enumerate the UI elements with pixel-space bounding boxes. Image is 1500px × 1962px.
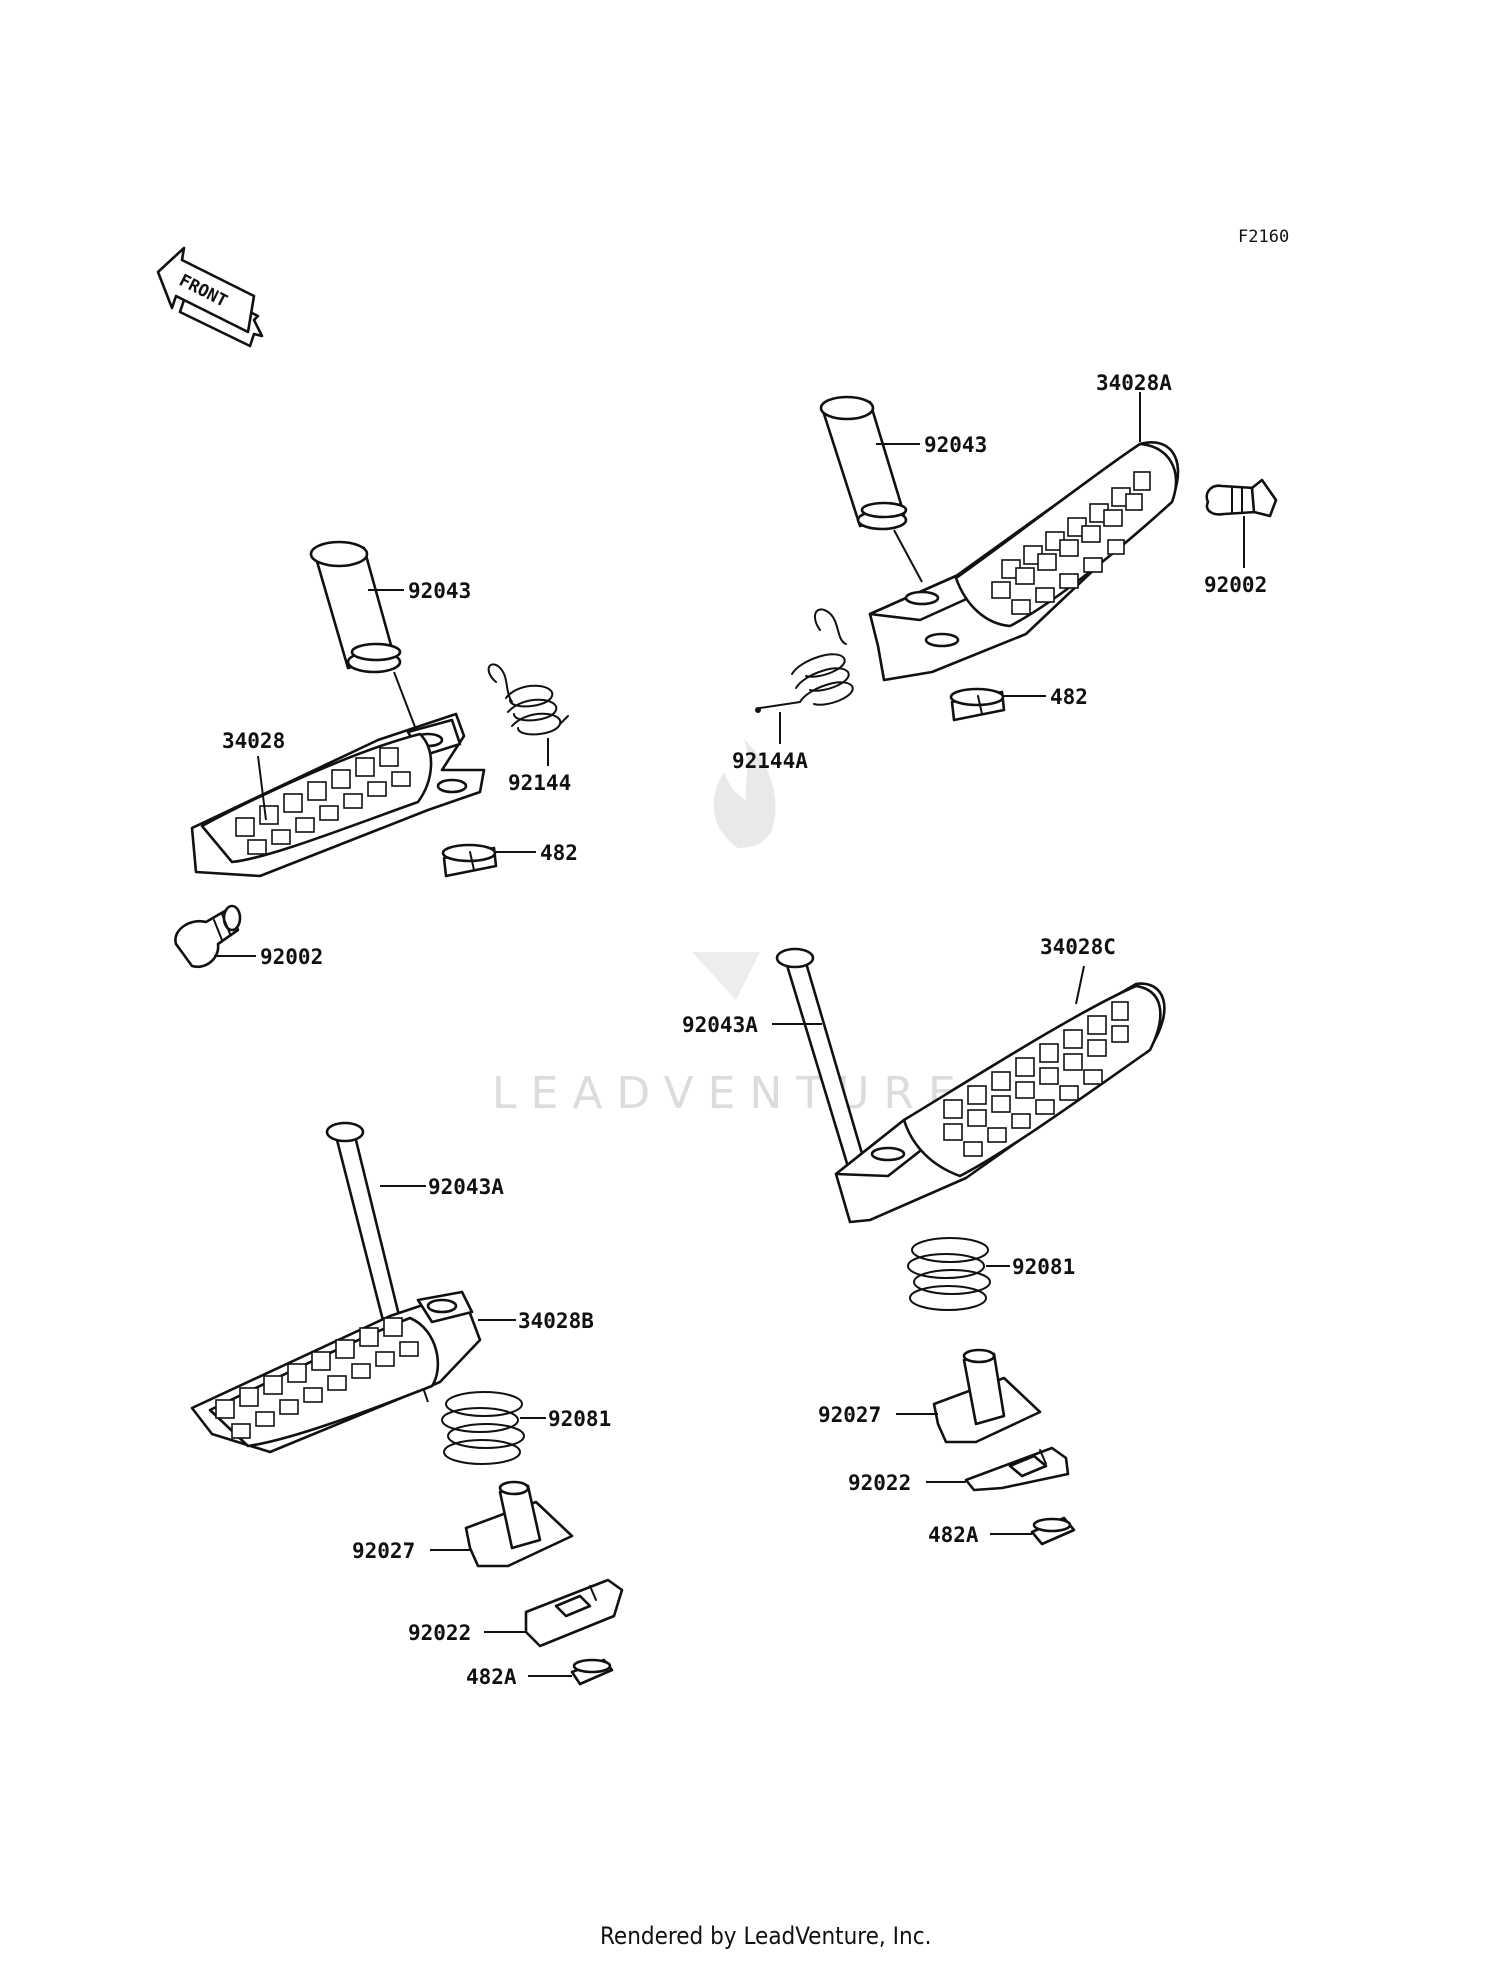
bolt-92002-upper-left bbox=[174, 904, 242, 969]
label-92002-upper-left: 92002 bbox=[260, 945, 323, 969]
label-92027-lower-left: 92027 bbox=[352, 1539, 415, 1563]
label-34028C: 34028C bbox=[1040, 935, 1116, 959]
footpeg-34028A-tread bbox=[991, 471, 1151, 615]
watermark-v-icon bbox=[692, 952, 760, 1000]
clip-482A-lower-right bbox=[1030, 1516, 1076, 1546]
label-92022-lower-right: 92022 bbox=[848, 1471, 911, 1495]
label-92043A-lower-left: 92043A bbox=[428, 1175, 504, 1199]
group-upper-right: 92043 34028A bbox=[732, 371, 1278, 773]
footpeg-34028C-tread bbox=[943, 1001, 1129, 1157]
bolt-92002-upper-right bbox=[1205, 478, 1278, 518]
label-92027-lower-right: 92027 bbox=[818, 1403, 881, 1427]
spring-92144 bbox=[487, 663, 569, 736]
collar-482-upper-left bbox=[441, 843, 498, 878]
label-34028: 34028 bbox=[222, 729, 285, 753]
diagram-ref: F2160 bbox=[1238, 227, 1289, 247]
footpeg-34028B-tread bbox=[215, 1317, 419, 1439]
label-482A-lower-right: 482A bbox=[928, 1523, 979, 1547]
label-92043-upper-right: 92043 bbox=[924, 433, 987, 457]
footpeg-34028A bbox=[868, 441, 1180, 682]
group-lower-left: 92043A 34028B bbox=[190, 1121, 624, 1689]
footer-credit: Rendered by LeadVenture, Inc. bbox=[600, 1922, 931, 1950]
footpeg-34028B bbox=[190, 1290, 482, 1454]
label-92002-upper-right: 92002 bbox=[1204, 573, 1267, 597]
spring-92081-lower-left bbox=[441, 1391, 525, 1465]
label-482-upper-right: 482 bbox=[1050, 685, 1088, 709]
label-92081-lower-left: 92081 bbox=[548, 1407, 611, 1431]
front-arrow-icon: FRONT bbox=[156, 246, 264, 348]
spring-92144A bbox=[755, 608, 854, 713]
pin-92043-upper-left bbox=[309, 540, 402, 674]
footpeg-34028C bbox=[834, 982, 1166, 1224]
watermark-flame-icon bbox=[713, 740, 776, 848]
footpeg-34028-tread bbox=[235, 747, 411, 855]
footpeg-34028 bbox=[190, 712, 486, 878]
label-34028B: 34028B bbox=[518, 1309, 594, 1333]
bracket-92027-lower-right bbox=[932, 1348, 1042, 1444]
plate-92022-lower-right bbox=[964, 1446, 1070, 1492]
label-92144A: 92144A bbox=[732, 749, 808, 773]
group-upper-left: 92043 34028 bbox=[174, 540, 578, 969]
clip-482A-lower-left bbox=[570, 1658, 614, 1686]
label-92043A-lower-right: 92043A bbox=[682, 1013, 758, 1037]
label-482A-lower-left: 482A bbox=[466, 1665, 517, 1689]
label-92022-lower-left: 92022 bbox=[408, 1621, 471, 1645]
label-92144: 92144 bbox=[508, 771, 571, 795]
label-34028A: 34028A bbox=[1096, 371, 1172, 395]
label-482-upper-left: 482 bbox=[540, 841, 578, 865]
plate-92022-lower-left bbox=[524, 1578, 624, 1648]
collar-482-upper-right bbox=[949, 687, 1006, 722]
label-92043-upper-left: 92043 bbox=[408, 579, 471, 603]
bracket-92027-lower-left bbox=[464, 1480, 574, 1568]
spring-92081-lower-right bbox=[907, 1237, 991, 1311]
watermark: LEADVENTURE bbox=[492, 740, 970, 1119]
group-lower-right: 92043A 34028C bbox=[682, 935, 1166, 1547]
pin-92043-upper-right bbox=[819, 395, 908, 531]
label-92081-lower-right: 92081 bbox=[1012, 1255, 1075, 1279]
watermark-text: LEADVENTURE bbox=[492, 1068, 970, 1119]
pin-92043A-lower-right bbox=[775, 947, 876, 1186]
